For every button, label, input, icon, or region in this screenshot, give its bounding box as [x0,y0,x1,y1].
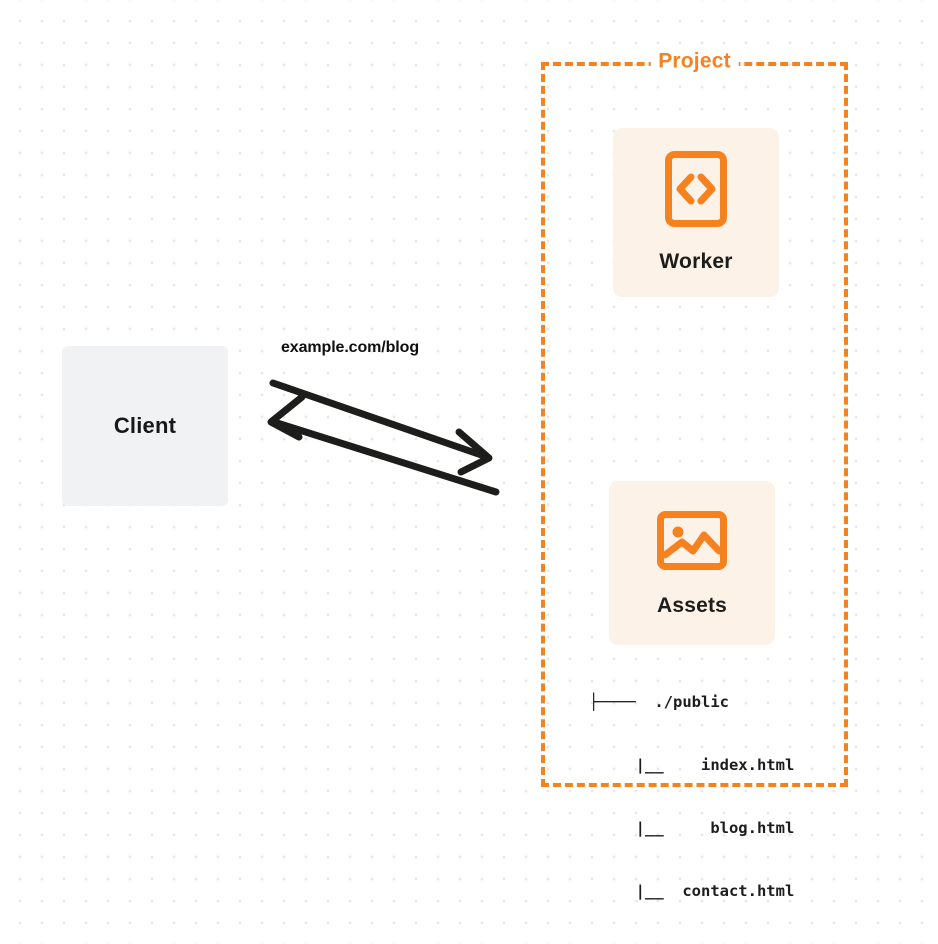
diagram-canvas: Client example.com/blog Project [62,49,848,900]
node-worker[interactable]: Worker [613,128,779,297]
arrow-left-icon [267,393,500,496]
node-assets-label: Assets [656,593,728,617]
image-picture-icon [657,509,727,576]
file-tree-line: |__ contact.html [589,882,795,900]
project-container: Project [541,49,848,787]
code-brackets-icon [665,151,727,232]
arrow-right-icon [269,379,493,476]
node-client[interactable]: Client [62,346,228,506]
file-tree-line: |__ index.html [589,756,795,774]
project-title: Project [650,49,739,74]
node-client-label: Client [113,413,177,438]
node-worker-label: Worker [659,250,733,273]
asset-file-tree: ├──── ./public |__ index.html |__ blog.h… [589,650,794,944]
file-tree-line: ├──── ./public [589,693,729,711]
connector-label: example.com/blog [281,339,419,356]
file-tree-line: |__ blog.html [589,819,795,837]
node-assets[interactable]: Assets [609,481,775,645]
connector-arrows [250,325,520,525]
